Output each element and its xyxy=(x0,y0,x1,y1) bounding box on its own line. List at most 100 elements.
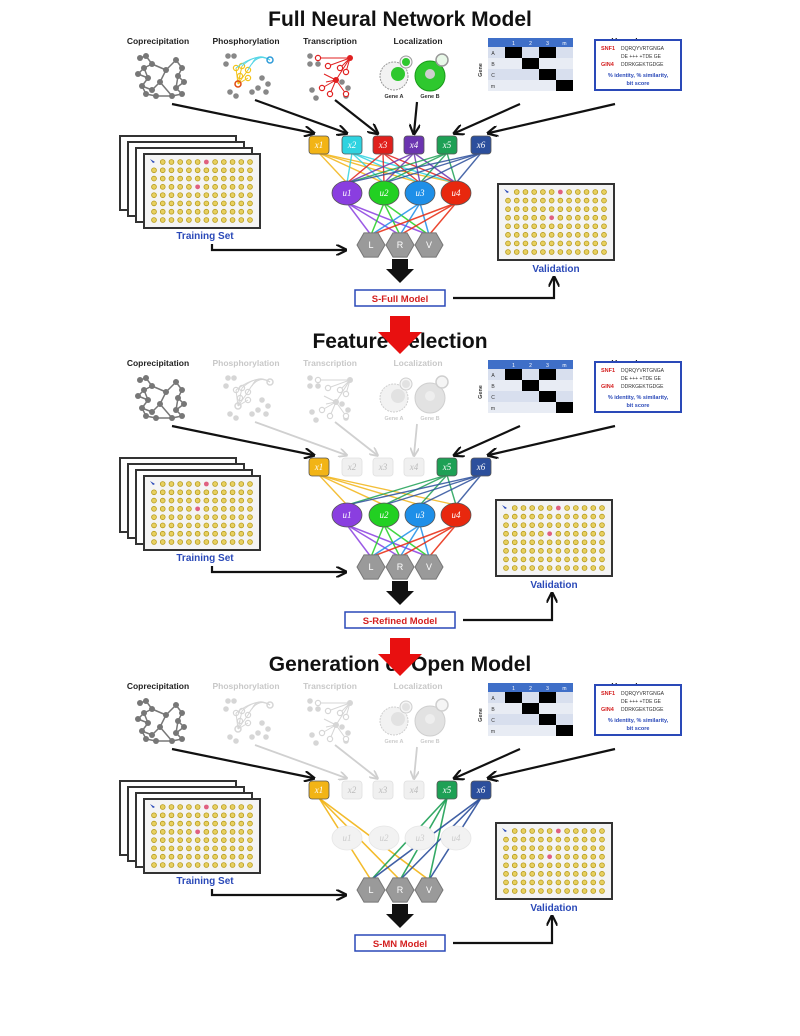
plate-well xyxy=(168,159,175,165)
go-column-label: 3 xyxy=(546,41,549,47)
plate-well xyxy=(505,249,511,255)
plate-well xyxy=(238,853,245,860)
input-hidden-edge xyxy=(455,152,482,184)
plate-well xyxy=(520,530,527,537)
network-node xyxy=(179,91,185,97)
plate-well xyxy=(159,837,166,843)
input-node-label: x3 xyxy=(378,462,388,472)
input-node-label: x5 xyxy=(442,140,452,150)
plate-well xyxy=(177,812,183,819)
plate-well xyxy=(212,184,218,190)
input-hidden-edge xyxy=(346,152,384,184)
network-node xyxy=(223,706,229,712)
plate-well xyxy=(531,206,537,212)
go-column-label: 1 xyxy=(512,686,515,692)
plate-well xyxy=(599,513,605,520)
plate-well xyxy=(247,853,253,860)
hidden-node-u2: u2 xyxy=(368,825,400,851)
input-hidden-edge xyxy=(318,474,385,506)
plate-well xyxy=(522,189,529,195)
network-node xyxy=(314,699,322,707)
input-hidden-edge xyxy=(351,152,385,184)
plate-well xyxy=(247,159,253,165)
plate-well xyxy=(583,223,590,230)
training-to-output-arrow xyxy=(210,244,345,250)
go-filled-cell xyxy=(556,725,573,736)
plate-well xyxy=(238,530,245,537)
plate-well xyxy=(503,862,509,869)
source-to-input-arrow xyxy=(455,424,521,455)
plate-well xyxy=(520,845,527,851)
input-output-edge xyxy=(399,797,482,881)
go-row xyxy=(488,402,573,413)
hidden-node-u1: u1 xyxy=(331,825,363,851)
plate-well xyxy=(601,214,607,221)
network-node xyxy=(244,719,252,727)
input-node-box xyxy=(470,135,492,155)
network-node xyxy=(259,397,265,403)
input-node-x6: x6 xyxy=(470,135,492,155)
plate-well xyxy=(151,514,157,520)
network-node xyxy=(181,724,187,730)
plate-well xyxy=(548,206,555,212)
training-set-label: Training Set xyxy=(176,231,234,242)
hidden-output-edge xyxy=(370,524,385,558)
input-node-box xyxy=(436,135,458,155)
plate-well xyxy=(247,522,253,529)
input-node-x4: x4 xyxy=(403,135,425,155)
input-node-label: x4 xyxy=(409,785,419,795)
hidden-output-edge xyxy=(346,524,430,558)
hidden-output-edge xyxy=(399,524,421,558)
plate-well xyxy=(590,836,597,843)
plate-well xyxy=(194,837,201,843)
plate-well xyxy=(221,522,227,529)
metrics-line2: bit score xyxy=(627,726,650,732)
gene1-label: SNF1 xyxy=(601,46,615,52)
network-node xyxy=(143,91,149,97)
plate-well xyxy=(529,871,535,877)
network-node xyxy=(342,713,350,721)
plate-well xyxy=(581,879,588,886)
network-node xyxy=(139,728,145,734)
source-to-input-arrow xyxy=(455,747,521,778)
plate-well xyxy=(575,232,581,238)
plate-well xyxy=(601,249,607,255)
gene-a-label: Gene A xyxy=(384,739,403,745)
output-node-V: V xyxy=(414,232,444,258)
plate-well xyxy=(581,871,588,877)
gene-a-label: Gene A xyxy=(384,416,403,422)
hidden-output-edge xyxy=(370,202,421,236)
pipette-icon xyxy=(504,189,509,193)
plate-well xyxy=(229,208,236,215)
plate-well xyxy=(221,175,227,182)
input-hidden-edge xyxy=(383,474,482,506)
plate-well xyxy=(575,197,581,204)
plate-well xyxy=(159,514,166,520)
plate-well xyxy=(177,514,183,520)
plate-well xyxy=(529,548,535,554)
plate-well xyxy=(221,192,227,198)
plate-well xyxy=(238,184,245,190)
output-node-label: V xyxy=(426,562,432,572)
plate-well xyxy=(511,871,518,877)
plate-well xyxy=(529,565,535,571)
hidden-node-label: u4 xyxy=(452,510,462,520)
input-node-label: x1 xyxy=(314,462,324,472)
plate-well xyxy=(599,871,605,877)
plate-well xyxy=(151,530,157,537)
hidden-node-label: u4 xyxy=(452,188,462,198)
plate-well xyxy=(520,513,527,520)
plate-well xyxy=(592,206,599,212)
plate-well xyxy=(194,812,201,819)
plate-well xyxy=(212,208,218,215)
plate-well xyxy=(168,812,175,819)
go-filled-cell xyxy=(539,391,556,402)
plate-well xyxy=(194,497,201,504)
plate-well xyxy=(151,845,157,852)
plate-well xyxy=(151,175,157,182)
network-node xyxy=(135,71,141,77)
go-row-label: A xyxy=(491,696,495,702)
gene2-label: GIN4 xyxy=(601,707,615,713)
